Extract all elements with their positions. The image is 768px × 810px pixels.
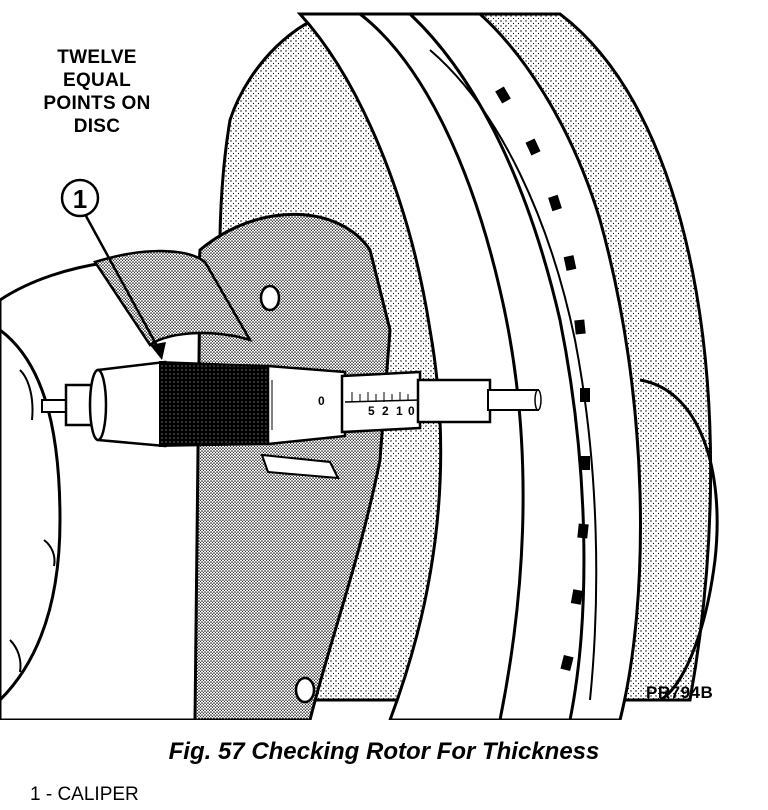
image-code: PR794B bbox=[646, 683, 714, 702]
note-line: DISC bbox=[73, 116, 121, 137]
hub-flange bbox=[178, 212, 392, 720]
thimble-mark: 0 bbox=[408, 404, 415, 418]
thimble-mark: 0 bbox=[318, 394, 325, 408]
micrometer-caliper bbox=[41, 360, 542, 448]
thimble-mark: 5 bbox=[368, 404, 375, 418]
thimble-mark: 1 bbox=[396, 404, 403, 418]
note-line: TWELVE bbox=[57, 47, 137, 68]
measurement-note: TWELVE EQUAL POINTS ON DISC bbox=[22, 46, 172, 138]
callout-number: 1 bbox=[73, 184, 87, 214]
thimble-mark: 2 bbox=[382, 404, 389, 418]
brake-rotor bbox=[296, 12, 642, 720]
note-line: EQUAL bbox=[63, 70, 131, 91]
note-line: POINTS ON bbox=[43, 93, 151, 114]
rotor-thickness-illustration: 0 5 2 1 0 1 bbox=[0, 12, 719, 720]
callout-1: 1 bbox=[60, 178, 166, 360]
figure-caption: Fig. 57 Checking Rotor For Thickness bbox=[168, 738, 600, 765]
legend-item: 1 - CALIPER bbox=[30, 784, 139, 805]
